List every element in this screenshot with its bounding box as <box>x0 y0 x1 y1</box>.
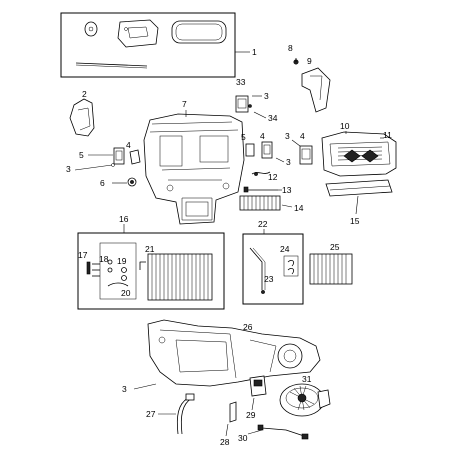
callout-8: 8 <box>288 43 293 53</box>
callout-3c: 3 <box>286 157 291 167</box>
tube-23 <box>249 247 266 294</box>
callout-14: 14 <box>294 203 304 213</box>
o-rings-18 <box>107 259 113 273</box>
callout-34: 34 <box>268 113 278 123</box>
callout-11: 11 <box>383 130 392 140</box>
callout-19: 19 <box>117 256 127 266</box>
callout-26: 26 <box>243 322 253 332</box>
callout-3: 3 <box>66 164 71 174</box>
duct-2 <box>69 98 95 137</box>
cabin-filter-15 <box>325 179 393 197</box>
harness-30 <box>257 424 309 440</box>
valve-19 <box>121 267 127 281</box>
callout-15: 15 <box>350 216 360 226</box>
hvac-housing-7 <box>143 113 245 225</box>
callout-6: 6 <box>100 178 105 188</box>
callout-30: 30 <box>238 433 248 443</box>
actuator-right <box>299 145 313 165</box>
callout-23: 23 <box>264 274 274 284</box>
sensor-12 <box>251 171 271 176</box>
callout-9: 9 <box>307 56 312 66</box>
clips-24 <box>283 255 299 277</box>
callout-4: 5 <box>79 150 84 160</box>
drain-tube-27 <box>176 393 195 435</box>
seal-plate <box>117 19 159 48</box>
seal-strip <box>75 62 148 67</box>
fittings-17 <box>86 261 100 277</box>
blower-motor-31 <box>279 383 331 417</box>
screw-8 <box>293 58 299 65</box>
kit-box-22 <box>242 233 304 305</box>
bracket-20 <box>107 282 129 287</box>
callout-29: 29 <box>246 410 256 420</box>
clip-28 <box>229 401 237 423</box>
callout-31: 31 <box>302 374 312 384</box>
callout-5b: 5 <box>241 132 246 142</box>
callout-4c: 4 <box>300 131 305 141</box>
heater-core-14 <box>239 195 281 211</box>
grommet-6 <box>127 177 137 187</box>
callout-24: 24 <box>280 244 290 254</box>
actuator-left <box>113 147 125 165</box>
callout-3e: 3 <box>122 384 127 394</box>
callout-1: 1 <box>252 47 257 57</box>
kit-box-1 <box>60 12 236 78</box>
callout-17: 17 <box>78 250 88 260</box>
wire-13 <box>243 186 278 193</box>
callout-16: 16 <box>119 214 129 224</box>
callout-33: 33 <box>236 77 246 87</box>
callout-27: 27 <box>146 409 156 419</box>
callout-12: 12 <box>268 172 278 182</box>
kit-box-16 <box>77 232 225 310</box>
callout-28: 28 <box>220 437 230 447</box>
heater-core-25 <box>309 253 353 285</box>
clip-left <box>129 149 141 165</box>
callout-3b: 3 <box>264 91 269 101</box>
resistor-29 <box>249 375 267 397</box>
callout-18: 18 <box>99 254 109 264</box>
callout-10: 10 <box>340 121 350 131</box>
evaporator-21 <box>139 253 213 301</box>
callout-13: 13 <box>282 185 292 195</box>
callout-2: 2 <box>82 89 87 99</box>
callout-22: 22 <box>258 219 268 229</box>
actuator-center <box>245 143 255 157</box>
callout-20: 20 <box>121 288 131 298</box>
callout-21: 21 <box>145 244 155 254</box>
callout-3d: 3 <box>285 131 290 141</box>
seal-frame <box>171 20 227 44</box>
actuator-33 <box>235 95 249 113</box>
duct-9 <box>301 67 331 113</box>
blower-housing-10 <box>321 131 397 177</box>
actuator-center-2 <box>261 141 273 159</box>
callout-5: 4 <box>126 140 131 150</box>
hvac-housing-26 <box>147 319 321 387</box>
kit-inner-box <box>99 242 137 300</box>
callout-4b: 4 <box>260 131 265 141</box>
callout-25: 25 <box>330 242 340 252</box>
callout-7: 7 <box>182 99 187 109</box>
seal-round <box>84 21 98 37</box>
